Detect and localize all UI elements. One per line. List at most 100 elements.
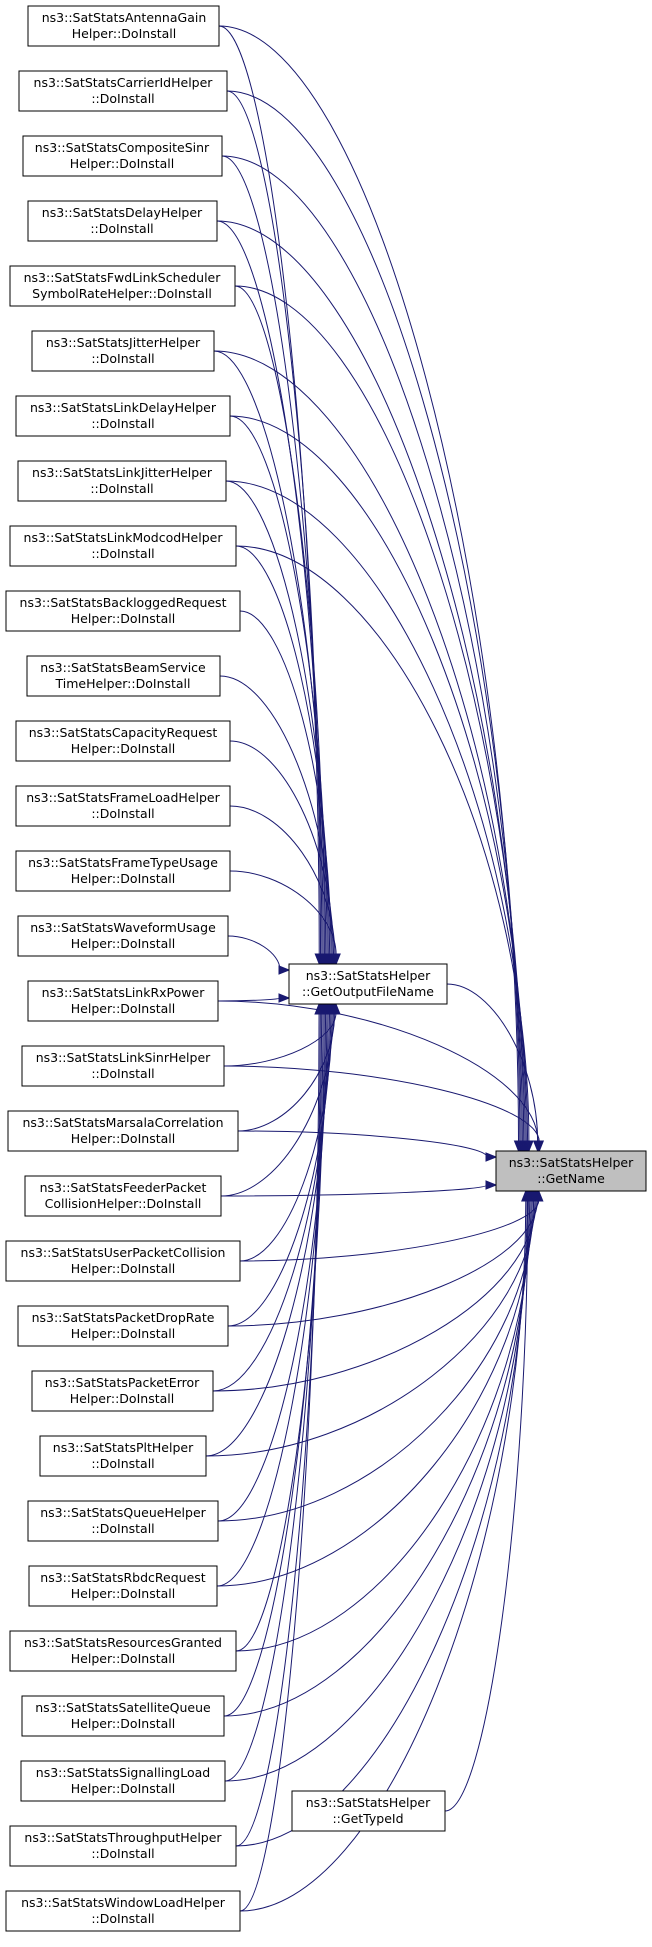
edge-gettypeid-to-getname: [444, 1189, 533, 1812]
node-signallingload-line2: Helper::DoInstall: [71, 1781, 175, 1796]
node-linkmodcod[interactable]: ns3::SatStatsLinkModcodHelper::DoInstall: [9, 525, 237, 567]
node-satellitequeue[interactable]: ns3::SatStatsSatelliteQueueHelper::DoIns…: [21, 1695, 225, 1737]
edge-line: [217, 1012, 328, 1522]
node-linkdelay-line1: ns3::SatStatsLinkDelayHelper: [30, 400, 217, 415]
node-feederpacketcollision[interactable]: ns3::SatStatsFeederPacketCollisionHelper…: [24, 1175, 222, 1217]
node-linkrxpower-line1: ns3::SatStatsLinkRxPower: [42, 985, 206, 1000]
edge-line: [239, 1012, 320, 1912]
edge-line: [216, 1199, 533, 1587]
node-plt[interactable]: ns3::SatStatsPltHelper::DoInstall: [39, 1435, 207, 1477]
node-waveformusage[interactable]: ns3::SatStatsWaveformUsageHelper::DoInst…: [17, 915, 229, 957]
node-compositesinr-line2: Helper::DoInstall: [70, 156, 174, 171]
node-getoutputfilename-line1: ns3::SatStatsHelper: [306, 968, 431, 983]
node-linksinr-line2: ::DoInstall: [91, 1066, 154, 1081]
node-signallingload[interactable]: ns3::SatStatsSignallingLoadHelper::DoIns…: [20, 1760, 226, 1802]
node-waveformusage-line1: ns3::SatStatsWaveformUsage: [30, 920, 216, 935]
node-frameload-line2: ::DoInstall: [91, 806, 154, 821]
node-jitter-line1: ns3::SatStatsJitterHelper: [46, 335, 201, 350]
node-backloggedrequest-line2: Helper::DoInstall: [71, 611, 175, 626]
node-packetdroprate[interactable]: ns3::SatStatsPacketDropRateHelper::DoIns…: [17, 1305, 229, 1347]
edge-getoutputfilename-to-getname: [446, 983, 543, 1153]
node-backloggedrequest-line1: ns3::SatStatsBackloggedRequest: [20, 595, 227, 610]
edge-packetdroprate-to-getname: [227, 1189, 543, 1327]
node-throughput[interactable]: ns3::SatStatsThroughputHelper::DoInstall: [9, 1825, 237, 1867]
node-backloggedrequest[interactable]: ns3::SatStatsBackloggedRequestHelper::Do…: [5, 590, 241, 632]
node-linkjitter-line1: ns3::SatStatsLinkJitterHelper: [32, 465, 213, 480]
edge-frametypeusage-to-getoutputfilename: [229, 870, 341, 966]
edge-signallingload-to-getname: [224, 1189, 534, 1782]
node-carrierid-line1: ns3::SatStatsCarrierIdHelper: [34, 75, 214, 90]
edge-line: [229, 870, 337, 956]
node-marsalacorrelation-line1: ns3::SatStatsMarsalaCorrelation: [22, 1115, 223, 1130]
edge-line: [227, 1199, 538, 1327]
node-packeterror-line2: Helper::DoInstall: [70, 1391, 174, 1406]
node-throughput-line2: ::DoInstall: [91, 1846, 154, 1861]
node-carrierid[interactable]: ns3::SatStatsCarrierIdHelper::DoInstall: [18, 70, 228, 112]
edge-line: [212, 1012, 330, 1392]
node-satellitequeue-line1: ns3::SatStatsSatelliteQueue: [35, 1700, 211, 1715]
node-packeterror[interactable]: ns3::SatStatsPacketErrorHelper::DoInstal…: [31, 1370, 214, 1412]
node-delay-line1: ns3::SatStatsDelayHelper: [42, 205, 203, 220]
edge-line: [224, 1199, 529, 1782]
edge-line: [227, 935, 281, 971]
edge-userpacketcollision-to-getname: [239, 1189, 544, 1262]
edge-feederpacketcollision-to-getname: [220, 1180, 498, 1197]
node-throughput-line1: ns3::SatStatsThroughputHelper: [24, 1830, 222, 1845]
node-getoutputfilename[interactable]: ns3::SatStatsHelper::GetOutputFileName: [288, 963, 448, 1005]
node-linkdelay-line2: ::DoInstall: [91, 416, 154, 431]
node-rbdcrequest-line1: ns3::SatStatsRbdcRequest: [40, 1570, 206, 1585]
node-frametypeusage-line2: Helper::DoInstall: [71, 871, 175, 886]
node-resourcesgranted[interactable]: ns3::SatStatsResourcesGrantedHelper::DoI…: [9, 1630, 237, 1672]
edge-queue-to-getname: [217, 1189, 539, 1522]
node-linkrxpower[interactable]: ns3::SatStatsLinkRxPowerHelper::DoInstal…: [27, 980, 219, 1022]
edge-linkrxpower-to-getname: [217, 1000, 543, 1153]
edge-line: [212, 1199, 537, 1392]
node-packetdroprate-line2: Helper::DoInstall: [71, 1326, 175, 1341]
node-antennagain-line2: Helper::DoInstall: [72, 26, 176, 41]
edge-line: [235, 545, 530, 1143]
edge-satellitequeue-to-getname: [223, 1189, 535, 1717]
node-jitter[interactable]: ns3::SatStatsJitterHelper::DoInstall: [31, 330, 215, 372]
node-linkdelay[interactable]: ns3::SatStatsLinkDelayHelper::DoInstall: [15, 395, 231, 437]
node-resourcesgranted-line1: ns3::SatStatsResourcesGranted: [24, 1635, 222, 1650]
node-linkjitter[interactable]: ns3::SatStatsLinkJitterHelper::DoInstall: [17, 460, 227, 502]
node-compositesinr-line1: ns3::SatStatsCompositeSinr: [35, 140, 210, 155]
node-linksinr[interactable]: ns3::SatStatsLinkSinrHelper::DoInstall: [21, 1045, 225, 1087]
node-delay[interactable]: ns3::SatStatsDelayHelper::DoInstall: [27, 200, 218, 242]
arrowhead-icon: [278, 965, 291, 975]
edge-line: [235, 1012, 321, 1847]
node-linksinr-line1: ns3::SatStatsLinkSinrHelper: [36, 1050, 211, 1065]
edge-line: [217, 997, 281, 1002]
node-getname[interactable]: ns3::SatStatsHelper::GetName: [495, 1150, 647, 1192]
node-beamservicetime[interactable]: ns3::SatStatsBeamServiceTimeHelper::DoIn…: [26, 655, 221, 697]
edge-line: [216, 1012, 327, 1587]
node-packetdroprate-line1: ns3::SatStatsPacketDropRate: [32, 1310, 215, 1325]
edge-line: [239, 610, 332, 956]
edge-line: [239, 1199, 540, 1262]
node-capacityrequest-line1: ns3::SatStatsCapacityRequest: [29, 725, 218, 740]
node-marsalacorrelation[interactable]: ns3::SatStatsMarsalaCorrelationHelper::D…: [7, 1110, 239, 1152]
edge-line: [229, 740, 335, 956]
node-getname-line2: ::GetName: [537, 1171, 605, 1186]
node-windowload[interactable]: ns3::SatStatsWindowLoadHelper::DoInstall: [5, 1890, 241, 1932]
edge-line: [229, 415, 527, 1143]
node-rbdcrequest[interactable]: ns3::SatStatsRbdcRequestHelper::DoInstal…: [28, 1565, 218, 1607]
node-frameload[interactable]: ns3::SatStatsFrameLoadHelper::DoInstall: [15, 785, 231, 827]
edge-line: [213, 350, 526, 1143]
node-fwdlinkscheduler[interactable]: ns3::SatStatsFwdLinkSchedulerSymbolRateH…: [9, 265, 236, 307]
node-capacityrequest[interactable]: ns3::SatStatsCapacityRequestHelper::DoIn…: [15, 720, 231, 762]
node-gettypeid[interactable]: ns3::SatStatsHelper::GetTypeId: [291, 1790, 446, 1832]
node-queue-line2: ::DoInstall: [91, 1521, 154, 1536]
node-plt-line1: ns3::SatStatsPltHelper: [53, 1440, 194, 1455]
node-queue[interactable]: ns3::SatStatsQueueHelper::DoInstall: [27, 1500, 219, 1542]
edge-line: [223, 1012, 324, 1717]
node-frametypeusage[interactable]: ns3::SatStatsFrameTypeUsageHelper::DoIns…: [15, 850, 231, 892]
node-antennagain[interactable]: ns3::SatStatsAntennaGainHelper::DoInstal…: [27, 5, 220, 47]
edge-windowload-to-getoutputfilename: [239, 1002, 324, 1912]
node-userpacketcollision[interactable]: ns3::SatStatsUserPacketCollisionHelper::…: [5, 1240, 241, 1282]
node-plt-line2: ::DoInstall: [91, 1456, 154, 1471]
edge-rbdcrequest-to-getname: [216, 1189, 538, 1587]
node-resourcesgranted-line2: Helper::DoInstall: [71, 1651, 175, 1666]
node-compositesinr[interactable]: ns3::SatStatsCompositeSinrHelper::DoInst…: [22, 135, 223, 177]
